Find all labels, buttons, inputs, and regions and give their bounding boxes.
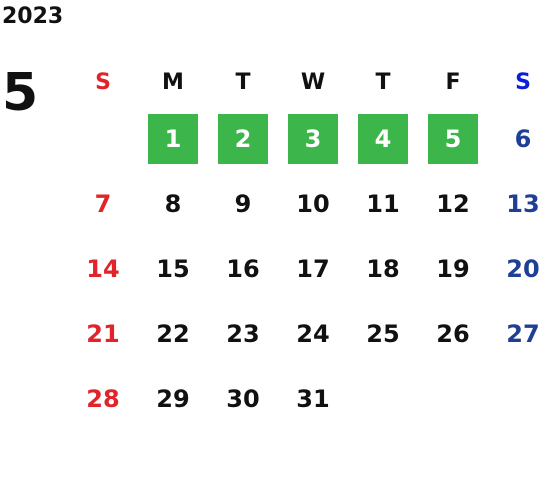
day-cell[interactable]: 30 — [208, 374, 278, 424]
week-row: 14 15 16 17 18 19 20 — [68, 236, 548, 301]
empty-cell — [488, 374, 548, 424]
day-number: 10 — [296, 189, 330, 218]
day-cell[interactable]: 1 — [138, 113, 208, 164]
day-number — [498, 374, 548, 424]
day-cell[interactable]: 22 — [138, 309, 208, 359]
day-cell[interactable] — [68, 114, 138, 164]
day-number — [78, 114, 128, 164]
year-label: 2023 — [2, 4, 64, 29]
day-cell[interactable]: 13 — [488, 179, 548, 229]
day-cell[interactable]: 25 — [348, 309, 418, 359]
day-number: 18 — [366, 254, 400, 283]
day-number: 5 — [428, 113, 478, 164]
weekday-sunday: S — [95, 69, 111, 95]
day-cell[interactable]: 4 — [348, 113, 418, 164]
day-number: 15 — [156, 254, 190, 283]
day-number: 6 — [514, 124, 532, 153]
calendar-grid: S M T W T F S 1 2 3 4 5 6 7 8 9 10 11 12… — [68, 58, 548, 431]
week-row: 1 2 3 4 5 6 — [68, 106, 548, 171]
day-number: 4 — [358, 113, 408, 164]
day-number: 31 — [296, 384, 330, 413]
day-cell[interactable]: 20 — [488, 244, 548, 294]
day-cell[interactable]: 17 — [278, 244, 348, 294]
day-number: 16 — [226, 254, 260, 283]
day-number: 22 — [156, 319, 190, 348]
day-cell[interactable]: 12 — [418, 179, 488, 229]
day-number: 1 — [148, 113, 198, 164]
day-number: 19 — [436, 254, 470, 283]
day-cell[interactable]: 23 — [208, 309, 278, 359]
day-number: 25 — [366, 319, 400, 348]
day-number: 13 — [506, 189, 540, 218]
day-number: 20 — [506, 254, 540, 283]
weekday-saturday: S — [515, 69, 531, 95]
weekday-monday: M — [162, 69, 184, 95]
day-number: 11 — [366, 189, 400, 218]
day-number: 24 — [296, 319, 330, 348]
weekday-friday: F — [445, 69, 461, 95]
day-cell[interactable]: 7 — [68, 179, 138, 229]
empty-cell — [348, 374, 418, 424]
day-number: 9 — [234, 189, 252, 218]
day-number: 23 — [226, 319, 260, 348]
day-cell[interactable]: 11 — [348, 179, 418, 229]
day-cell[interactable]: 26 — [418, 309, 488, 359]
day-cell[interactable]: 31 — [278, 374, 348, 424]
weekday-tuesday: T — [235, 69, 251, 95]
week-row: 28 29 30 31 — [68, 366, 548, 431]
week-row: 7 8 9 10 11 12 13 — [68, 171, 548, 236]
day-cell[interactable]: 5 — [418, 113, 488, 164]
day-number: 2 — [218, 113, 268, 164]
empty-cell — [418, 374, 488, 424]
day-cell[interactable]: 9 — [208, 179, 278, 229]
day-cell[interactable]: 16 — [208, 244, 278, 294]
week-row: 21 22 23 24 25 26 27 — [68, 301, 548, 366]
day-number: 27 — [506, 319, 540, 348]
day-cell[interactable]: 29 — [138, 374, 208, 424]
day-cell[interactable]: 27 — [488, 309, 548, 359]
weekday-thursday: T — [375, 69, 391, 95]
day-cell[interactable]: 10 — [278, 179, 348, 229]
day-number: 30 — [226, 384, 260, 413]
day-cell[interactable]: 19 — [418, 244, 488, 294]
day-number: 3 — [288, 113, 338, 164]
day-number: 29 — [156, 384, 190, 413]
day-cell[interactable]: 15 — [138, 244, 208, 294]
day-number: 12 — [436, 189, 470, 218]
day-number: 7 — [94, 189, 112, 218]
day-number: 14 — [86, 254, 120, 283]
day-cell[interactable]: 18 — [348, 244, 418, 294]
day-cell[interactable]: 21 — [68, 309, 138, 359]
day-number: 26 — [436, 319, 470, 348]
day-cell[interactable]: 3 — [278, 113, 348, 164]
day-cell[interactable]: 6 — [488, 114, 548, 164]
day-number: 17 — [296, 254, 330, 283]
day-number — [358, 374, 408, 424]
day-cell[interactable]: 28 — [68, 374, 138, 424]
day-number: 21 — [86, 319, 120, 348]
day-cell[interactable]: 14 — [68, 244, 138, 294]
weekday-wednesday: W — [300, 69, 326, 95]
day-cell[interactable]: 8 — [138, 179, 208, 229]
day-cell[interactable]: 2 — [208, 113, 278, 164]
day-number: 8 — [164, 189, 182, 218]
day-cell[interactable]: 24 — [278, 309, 348, 359]
weekday-header-row: S M T W T F S — [68, 58, 548, 106]
day-number — [428, 374, 478, 424]
month-number: 5 — [2, 63, 39, 123]
day-number: 28 — [86, 384, 120, 413]
